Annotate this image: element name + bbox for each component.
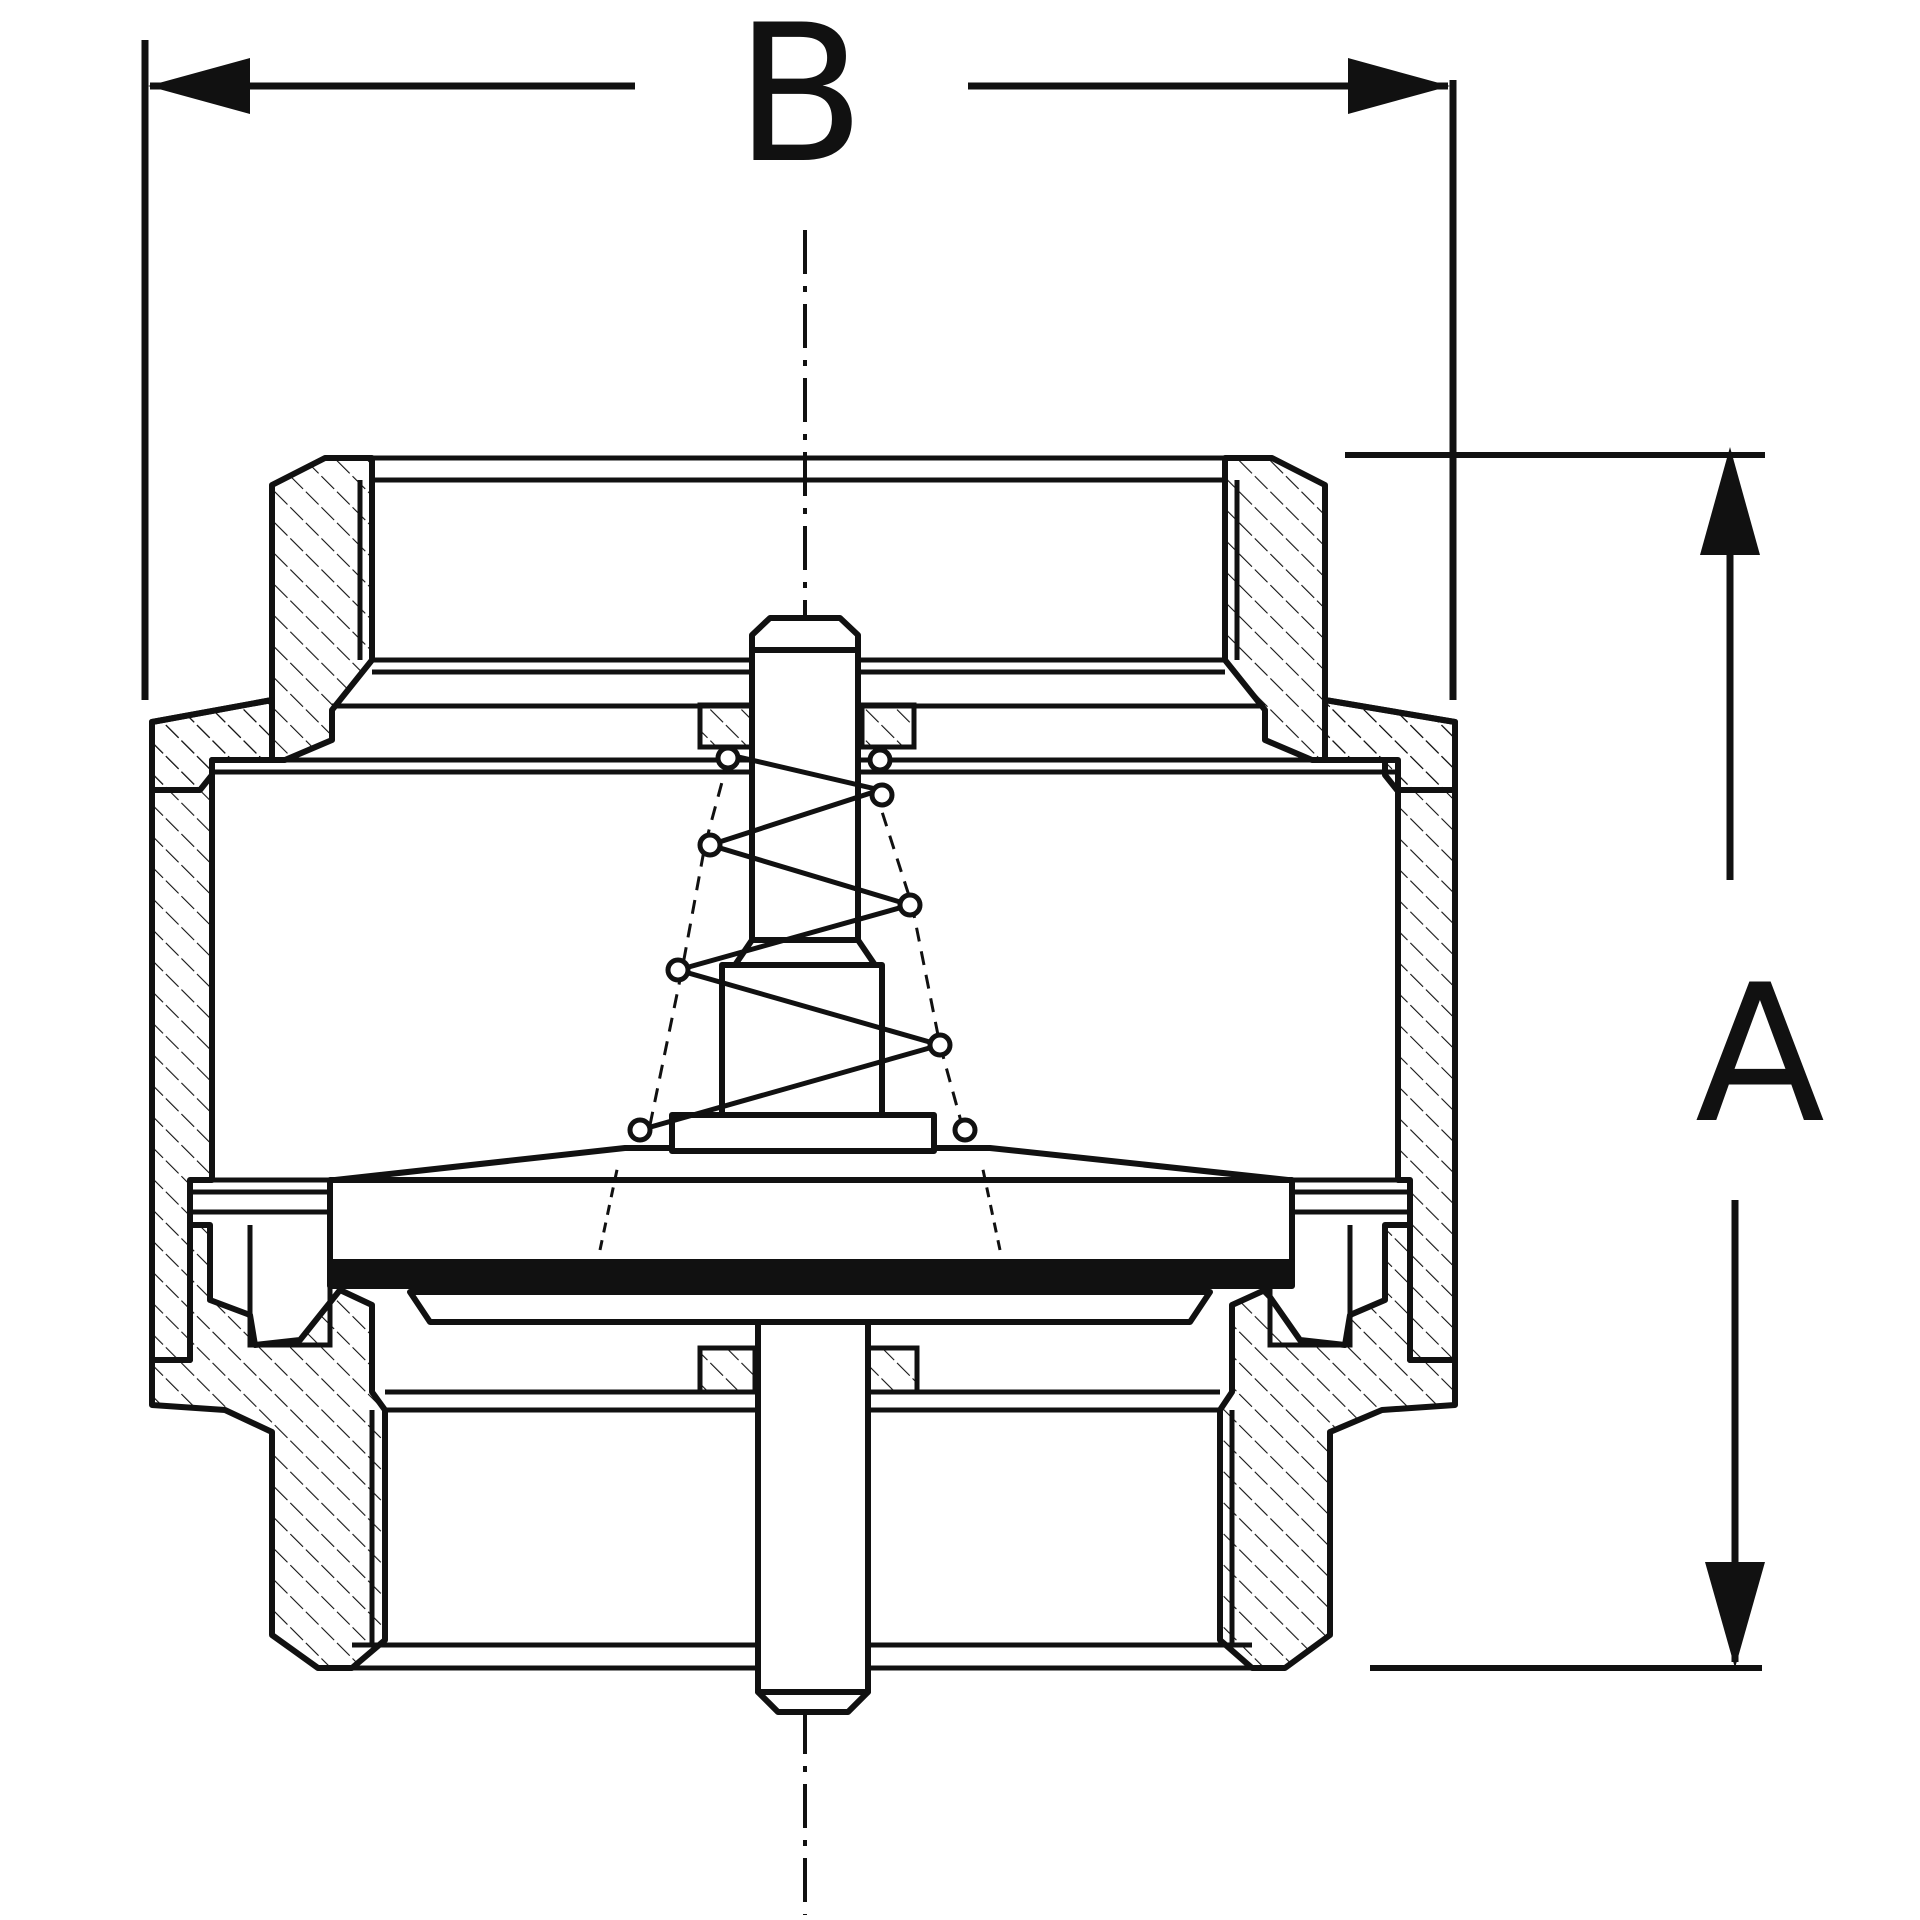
body-lower-right-wall [1217,1222,1458,1671]
upper-bushing-left [697,702,755,750]
spring-turn-2 [869,782,895,808]
spring-end-bottom-left [627,1117,653,1143]
stem-shoulder [732,937,878,968]
coil-spring [627,745,978,1143]
spring-turn-1 [697,832,723,858]
spring-coil-back [648,759,964,1126]
arrowhead-up [1700,447,1760,555]
spring-end-top-left [715,745,741,771]
guide-bushings [697,702,920,1395]
body-lower-left-wall [149,1222,388,1671]
arrowhead-left [148,58,250,114]
disc-seal-ring [327,1259,1295,1289]
lower-bushing-right [859,1345,920,1395]
dimension-a [1345,447,1765,1671]
disc-flow-line-left [598,1164,620,1251]
spring-turn-5 [927,1032,953,1058]
stem-lower-shaft [755,1319,871,1695]
lower-bushing-left [697,1345,758,1395]
disc-flow-line-right [980,1164,1002,1251]
stem-lower-tip [755,1689,871,1715]
dimension-b [141,40,1457,700]
spring-end-bottom-right [952,1117,978,1143]
valve-disc [327,1145,1295,1325]
dimension-label-a: A [1695,944,1825,1165]
spring-end-top-right [867,747,893,773]
disc-plate [327,1177,1295,1275]
upper-bushing-right [859,702,917,750]
stem-upper-shaft [749,647,861,943]
stem-base-collar [669,1112,937,1154]
arrowhead-down [1705,1562,1765,1668]
disc-lower-lip [407,1289,1213,1325]
dimension-label-b: B [734,0,866,205]
arrowhead-right [1348,58,1450,114]
spring-turn-4 [665,957,691,983]
valve-stem [669,615,937,1715]
stem-mid-shaft [719,962,885,1118]
spring-turn-3 [897,892,923,918]
stem-upper-tip [749,615,861,653]
